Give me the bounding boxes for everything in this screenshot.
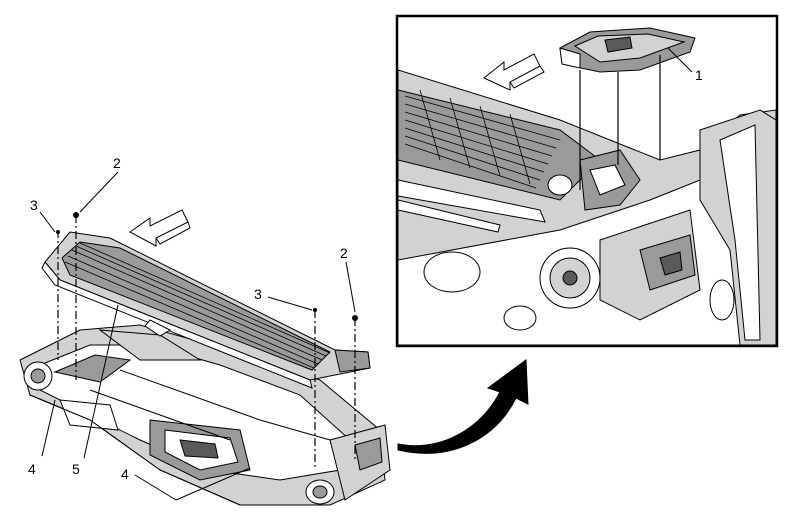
callout-2-left: 2 [113, 155, 121, 171]
leader-lines [39, 171, 356, 501]
cowl-cover-panel [559, 27, 696, 73]
callout-4-left: 4 [28, 461, 36, 477]
callout-5: 5 [72, 461, 80, 477]
callout-4-bottom: 4 [121, 466, 129, 482]
fastener-alignment-lines [56, 212, 358, 470]
vehicle-body-structure [19, 324, 391, 506]
air-inlet-grille-panel [41, 231, 371, 389]
callout-3-left: 3 [30, 197, 38, 213]
retainer-fastener [313, 308, 317, 312]
callout-1: 1 [695, 67, 703, 83]
callout-3-right: 3 [254, 286, 262, 302]
main-assembly-view: 2 3 2 3 4 5 4 [19, 155, 391, 506]
curved-arrow-icon [397, 359, 529, 454]
leader-line [667, 47, 693, 73]
front-direction-arrow-icon [483, 53, 545, 91]
screw-fastener [352, 315, 358, 321]
cover-alignment-lines [579, 55, 661, 190]
front-direction-arrow-icon [129, 209, 191, 247]
detail-inset: 1 [395, 14, 779, 348]
callout-2-right: 2 [340, 245, 348, 261]
screw-fastener [73, 212, 79, 218]
retainer-fastener [56, 230, 60, 234]
